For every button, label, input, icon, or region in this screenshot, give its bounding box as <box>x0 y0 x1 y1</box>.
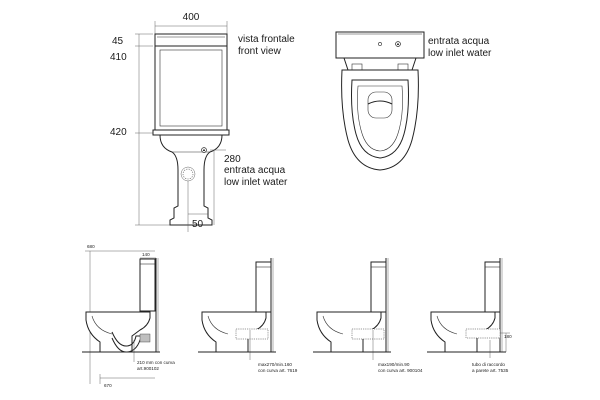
width-dimension: 400 <box>183 12 200 23</box>
height-top-dimension: 45 <box>112 36 124 47</box>
bowl-pedestal <box>159 134 223 226</box>
side-note-2-line2: con curva art. 7619 <box>258 368 298 373</box>
front-inlet-label-it: entrata acqua <box>224 165 286 176</box>
front-view: 400 45 410 420 280 entrata acqua low inl… <box>110 12 295 232</box>
tank-depth-dimension: 140 <box>142 252 150 257</box>
side-view-3: max190/min.90 con curva art. 900104 <box>313 258 423 373</box>
overall-height-dimension: 680 <box>87 244 95 249</box>
overall-depth-dimension: 670 <box>104 383 112 388</box>
side-note-1-line2: art.900102 <box>137 366 159 371</box>
side-view-4: 180 tubo di raccordo a parete art. 7535 <box>427 258 512 373</box>
top-inlet-label-it: entrata acqua <box>428 36 490 47</box>
side-note-1-line1: 210 mm con curva <box>137 360 175 365</box>
side-note-4-line2: a parete art. 7535 <box>472 368 509 373</box>
outlet-offset-dimension: 50 <box>192 219 204 230</box>
side-note-3-line1: max190/min.90 <box>378 362 410 367</box>
side-views: 680 140 670 210 mm con curva art.900102 <box>82 244 512 388</box>
front-view-title-it: vista frontale <box>238 34 295 45</box>
side-view-2: max270/min.160 con curva art. 7619 <box>198 258 298 373</box>
front-inlet-label-en: low inlet water <box>224 177 288 188</box>
top-inlet-label-en: low inlet water <box>428 48 492 59</box>
tank-lid <box>154 33 228 47</box>
height-bowl-dimension: 420 <box>110 127 127 138</box>
side-view-1: 210 mm con curva art.900102 <box>82 258 175 371</box>
outlet-height-dimension: 180 <box>504 334 512 339</box>
top-view: entrata acqua low inlet water <box>335 31 492 171</box>
side-note-3-line2: con curva art. 900104 <box>378 368 423 373</box>
side-note-2-line1: max270/min.160 <box>258 362 292 367</box>
height-tank-dimension: 410 <box>110 52 127 63</box>
inlet-height-dimension: 280 <box>224 154 241 165</box>
cistern-front <box>154 45 228 131</box>
front-view-title-en: front view <box>238 46 282 57</box>
side-note-4-line1: tubo di raccordo <box>472 362 505 367</box>
